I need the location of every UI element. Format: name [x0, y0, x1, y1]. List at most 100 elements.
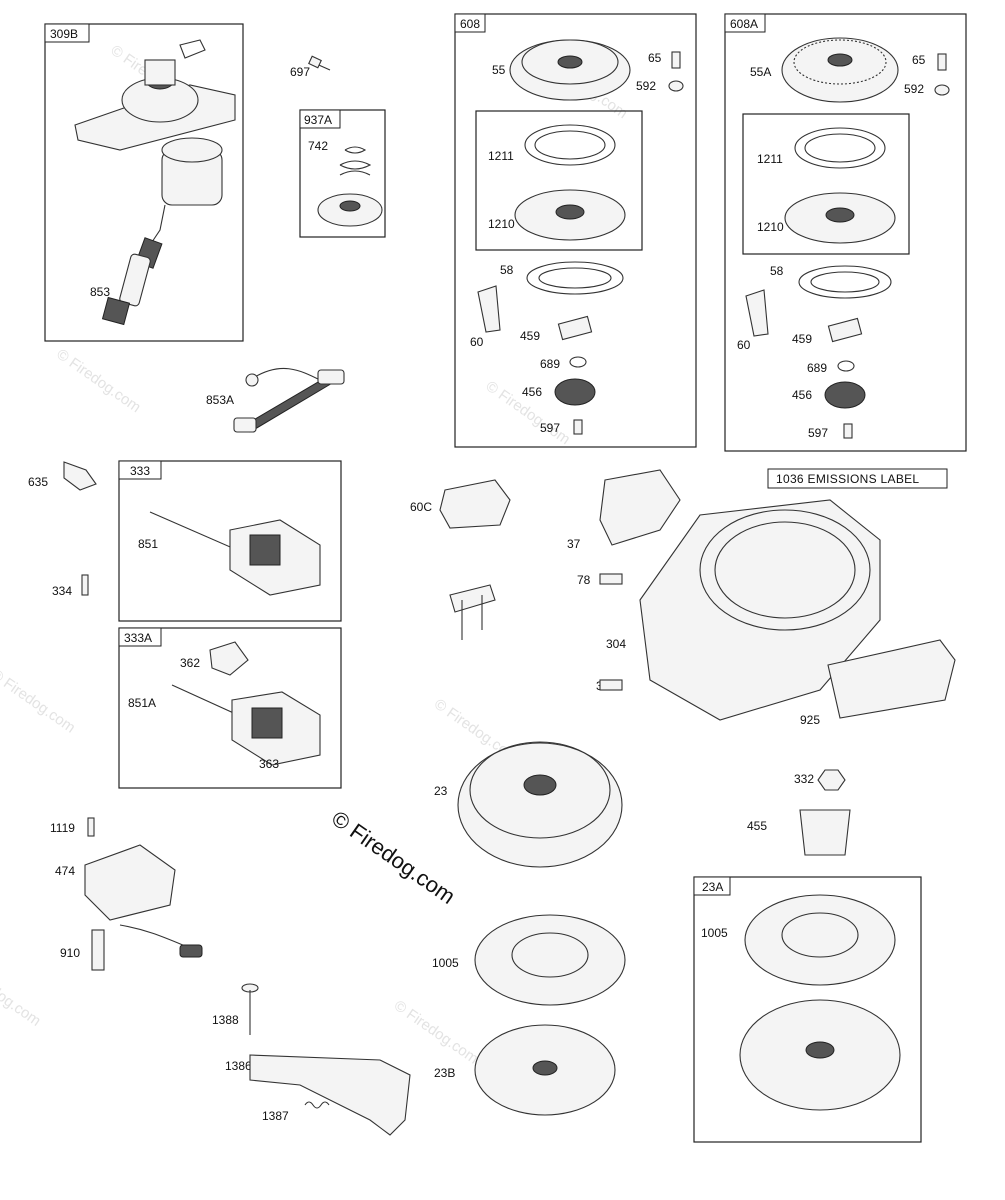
part-label-851a: 851A [128, 696, 156, 710]
ignition-coil-333-illustration [149, 511, 321, 596]
screw-78-illustration [599, 573, 623, 585]
flywheel-23a-illustration [739, 999, 901, 1111]
part-label-60c: 60C [410, 500, 432, 514]
part-label-925: 925 [800, 713, 820, 727]
part-label-23: 23 [434, 784, 448, 798]
watermark-text: © Firedog.com [53, 346, 144, 416]
part-label-853: 853 [90, 285, 110, 299]
group-label-608: 608 [460, 17, 480, 31]
subgroup-box-608a-pulley [742, 113, 910, 255]
part-label-65-608: 65 [648, 51, 662, 65]
group-box-333a [118, 627, 342, 789]
starter-gear-illustration [317, 146, 383, 227]
part-label-592-608a: 592 [904, 82, 924, 96]
bracket-1386-illustration [249, 1054, 411, 1136]
clip-689-608-illustration [569, 356, 587, 368]
part-label-1210-608a: 1210 [757, 220, 784, 234]
screw-597-608a-illustration [843, 423, 853, 439]
bracket-illustration [449, 584, 496, 640]
screw-334-illustration [81, 574, 89, 596]
part-label-474: 474 [55, 864, 75, 878]
screw-597-608-illustration [573, 419, 583, 435]
part-label-592-608: 592 [636, 79, 656, 93]
group-tag-608a [724, 13, 766, 33]
emissions-label: 1036 EMISSIONS LABEL [776, 472, 919, 486]
spring-58-608-illustration [526, 261, 624, 295]
spacer-910-illustration [91, 929, 105, 971]
clip-689-608a-illustration [837, 360, 855, 372]
group-box-608 [454, 13, 697, 448]
deflector-925-illustration [827, 639, 956, 719]
retainer-456-608a-illustration [824, 381, 866, 409]
part-label-332: 332 [794, 772, 814, 786]
bolt-65-608-illustration [668, 51, 684, 92]
part-label-851: 851 [138, 537, 158, 551]
group-tag-309b [44, 23, 90, 43]
rewind-housing-55a-illustration [781, 37, 899, 103]
part-label-597-608a: 597 [808, 426, 828, 440]
part-label-597-608: 597 [540, 421, 560, 435]
part-label-60-608a: 60 [737, 338, 751, 352]
part-label-1119: 1119 [50, 821, 75, 835]
module-474-illustration [84, 844, 203, 958]
part-label-689-608: 689 [540, 357, 560, 371]
spark-plug-boot-635-illustration [63, 461, 97, 491]
fan-1005-illustration [474, 914, 626, 1006]
group-tag-608 [454, 13, 486, 33]
handle-60c-illustration [439, 479, 511, 529]
watermark-main: © Firedog.com [327, 806, 460, 909]
part-label-55: 55 [492, 63, 506, 77]
spring-pulley-608a-illustration [784, 127, 896, 244]
group-label-309b: 309B [50, 27, 78, 41]
part-label-459-608a: 459 [792, 332, 812, 346]
retainer-456-608-illustration [554, 378, 596, 406]
group-box-23a [693, 876, 922, 1143]
part-label-65-608a: 65 [912, 53, 926, 67]
part-label-459-608: 459 [520, 329, 540, 343]
part-label-689-608a: 689 [807, 361, 827, 375]
part-label-697: 697 [290, 65, 310, 79]
part-label-334: 334 [52, 584, 72, 598]
rewind-housing-55-illustration [509, 39, 631, 101]
wire-harness-853a-illustration [233, 367, 345, 433]
pawl-459-608a-illustration [827, 317, 863, 343]
flywheel-23-illustration [457, 741, 623, 868]
spring-1387-illustration [304, 1101, 330, 1109]
starter-motor-illustration [74, 39, 236, 269]
handle-60-608a-illustration [745, 289, 769, 337]
starter-cup-455-illustration [799, 809, 851, 856]
group-box-608a [724, 13, 967, 452]
group-tag-333a [118, 627, 162, 647]
ignition-coil-333a-illustration [171, 684, 321, 766]
part-label-1386: 1386 [225, 1059, 252, 1073]
part-label-1211-608: 1211 [488, 149, 514, 163]
part-label-1005-23a: 1005 [701, 926, 728, 940]
part-label-853a: 853A [206, 393, 234, 407]
nut-332-illustration [817, 769, 846, 791]
part-label-60-608: 60 [470, 335, 484, 349]
part-label-635: 635 [28, 475, 48, 489]
part-label-55a: 55A [750, 65, 771, 79]
watermark-text: © Firedog.com [391, 997, 482, 1067]
part-label-456-608: 456 [522, 385, 542, 399]
spring-pulley-608-illustration [514, 124, 626, 241]
group-tag-937a [299, 109, 341, 129]
group-label-937a: 937A [304, 113, 332, 127]
part-label-1210-608: 1210 [488, 217, 515, 231]
group-box-309b [44, 23, 244, 342]
part-label-363: 363 [259, 757, 279, 771]
part-label-742: 742 [308, 139, 328, 153]
part-label-78: 78 [577, 573, 591, 587]
group-tag-23a [693, 876, 731, 896]
blower-housing-304-illustration [639, 499, 881, 721]
part-label-23b: 23B [434, 1066, 455, 1080]
part-label-58-608a: 58 [770, 264, 784, 278]
part-label-456-608a: 456 [792, 388, 812, 402]
group-label-23a: 23A [702, 880, 723, 894]
group-label-608a: 608A [730, 17, 758, 31]
group-label-333a: 333A [124, 631, 152, 645]
screw-1119-illustration [87, 817, 95, 837]
screw-697-illustration [308, 55, 331, 71]
air-guide-37-illustration [599, 469, 681, 546]
